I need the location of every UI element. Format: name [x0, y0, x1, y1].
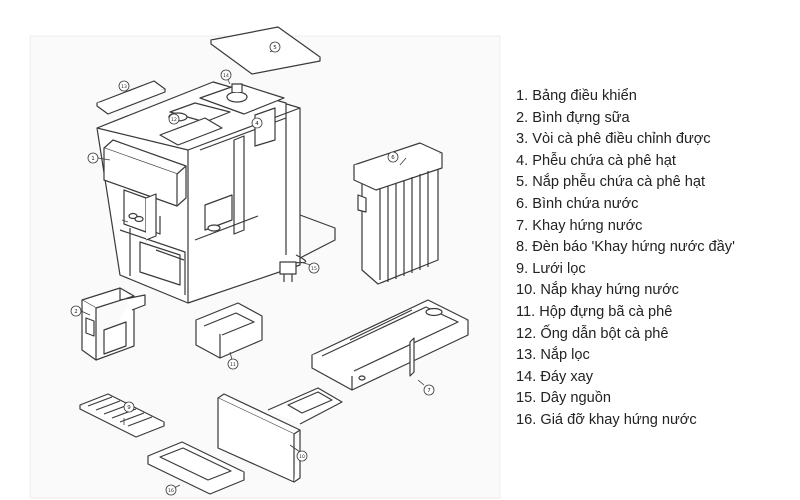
callout-7: 7 [423, 384, 435, 396]
part-water-tank [353, 142, 443, 285]
callout-16: 16 [165, 484, 177, 496]
legend-item: 13. Nắp lọc [516, 347, 590, 364]
callout-1: 1 [87, 152, 99, 164]
callout-5: 5 [269, 41, 281, 53]
callout-4-label: 4 [255, 121, 259, 127]
part-drip-tray-holder [147, 441, 245, 495]
legend-item: 5. Nắp phễu chứa cà phê hạt [516, 174, 706, 191]
legend-item: 14. Đáy xay [516, 368, 594, 385]
legend-item: 10. Nắp khay hứng nước [516, 282, 679, 299]
callout-2-label: 2 [74, 309, 78, 315]
part-bean-hopper [254, 107, 276, 147]
part-drip-tray [311, 299, 469, 391]
part-control-panel [103, 139, 187, 207]
callout-13-label: 13 [121, 84, 127, 90]
callout-5-label: 5 [273, 45, 277, 51]
callout-10: 10 [296, 450, 308, 462]
callout-15-label: 15 [311, 266, 317, 272]
callout-1-label: 1 [91, 156, 95, 162]
part-grounds-container [195, 302, 263, 359]
legend-item: 7. Khay hứng nước [516, 217, 643, 234]
parts-legend: 1. Bảng điều khiển 2. Bình đựng sữa 3. V… [516, 86, 735, 432]
callout-12: 12 [168, 113, 180, 125]
callout-9-label: 9 [127, 405, 131, 411]
callout-12-label: 12 [171, 117, 177, 123]
callout-14-label: 14 [223, 73, 229, 79]
callout-15: 15 [308, 262, 320, 274]
callout-14: 14 [220, 69, 232, 81]
legend-item: 8. Đèn báo 'Khay hứng nước đầy' [516, 239, 735, 256]
callout-10-label: 10 [299, 454, 305, 460]
callout-4: 4 [251, 117, 263, 129]
legend-item: 15. Dây nguồn [516, 390, 611, 407]
part-power-cord [279, 214, 336, 282]
part-bean-hopper-lid [210, 26, 321, 75]
legend-item: 16. Giá đỡ khay hứng nước [516, 411, 697, 428]
legend-item: 9. Lưới lọc [516, 260, 586, 277]
legend-item: 4. Phễu chứa cà phê hạt [516, 152, 676, 169]
callout-6-label: 6 [391, 155, 395, 161]
callout-13: 13 [118, 80, 130, 92]
legend-item: 2. Bình đựng sữa [516, 109, 630, 126]
callout-16-label: 16 [168, 488, 174, 494]
legend-item: 1. Bảng điều khiển [516, 88, 637, 104]
callout-7-label: 7 [427, 388, 431, 394]
legend-item: 6. Bình chứa nước [516, 195, 639, 212]
callout-6: 6 [387, 151, 399, 163]
callout-9: 9 [123, 401, 135, 413]
callout-11-label: 11 [230, 362, 236, 368]
part-filter-cover [96, 80, 166, 115]
callout-2: 2 [70, 305, 82, 317]
legend-item: 11. Hộp đựng bã cà phê [516, 303, 673, 320]
legend-item: 12. Ống dẫn bột cà phê [516, 325, 669, 342]
part-coffee-chute [217, 387, 343, 483]
part-strainer-grid [79, 393, 165, 438]
part-coffee-spout [123, 189, 157, 241]
callout-11: 11 [227, 358, 239, 370]
legend-item: 3. Vòi cà phê điều chỉnh được [516, 131, 711, 148]
part-milk-jug [81, 287, 146, 361]
